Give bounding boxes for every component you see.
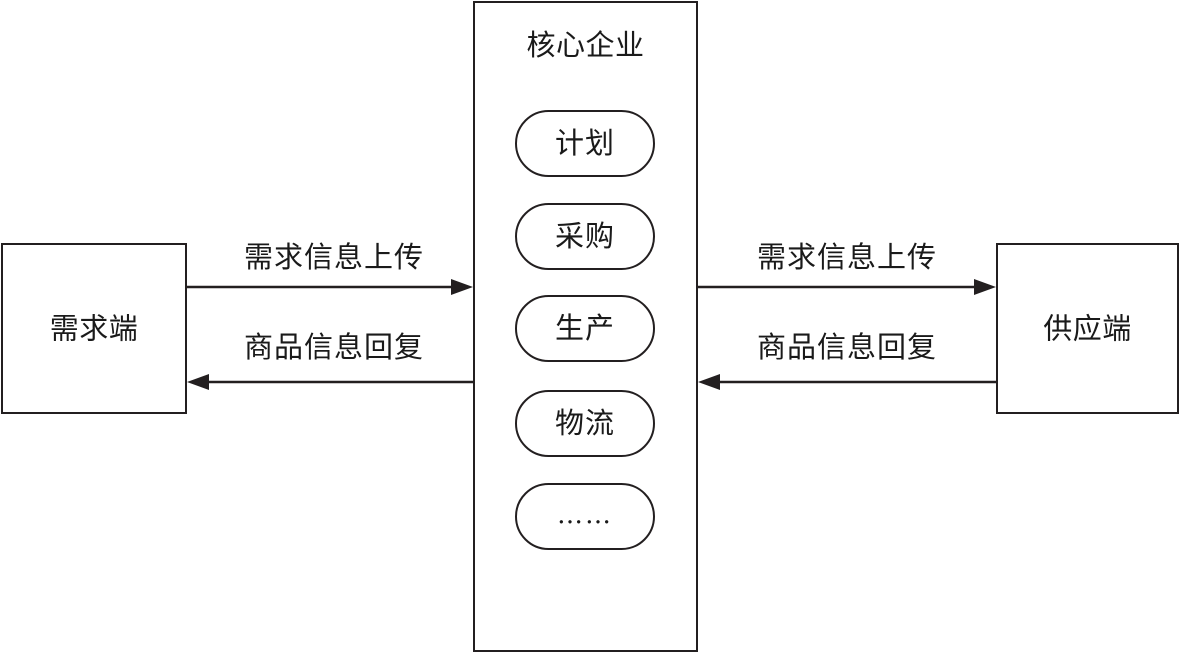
flow-label-core-to-demand: 商品信息回复 — [243, 330, 424, 364]
core-enterprise-title: 核心企业 — [526, 28, 645, 62]
flow-arrow-core-to-supply — [698, 279, 996, 295]
demand-node-label: 需求端 — [49, 311, 139, 345]
core-function-procurement[interactable]: 采购 — [515, 203, 655, 270]
core-function-logistics-label: 物流 — [554, 406, 615, 440]
flow-arrow-supply-to-core — [698, 374, 996, 390]
supply-node[interactable]: 供应端 — [996, 243, 1179, 414]
demand-node[interactable]: 需求端 — [1, 243, 187, 414]
flow-label-core-to-supply: 需求信息上传 — [756, 240, 937, 274]
supply-node-label: 供应端 — [1043, 311, 1132, 345]
flow-arrow-core-to-demand — [187, 374, 473, 390]
core-function-more[interactable]: …… — [515, 483, 655, 550]
core-function-logistics[interactable]: 物流 — [515, 390, 655, 457]
flow-label-demand-to-core: 需求信息上传 — [243, 240, 424, 274]
core-function-production-label: 生产 — [554, 311, 615, 345]
core-function-plan[interactable]: 计划 — [515, 110, 655, 177]
core-function-production[interactable]: 生产 — [515, 295, 655, 362]
core-function-plan-label: 计划 — [554, 126, 615, 160]
flow-arrow-demand-to-core — [187, 279, 473, 295]
core-function-more-label: …… — [557, 499, 613, 530]
core-function-procurement-label: 采购 — [554, 219, 615, 253]
flow-label-supply-to-core: 商品信息回复 — [756, 330, 937, 364]
